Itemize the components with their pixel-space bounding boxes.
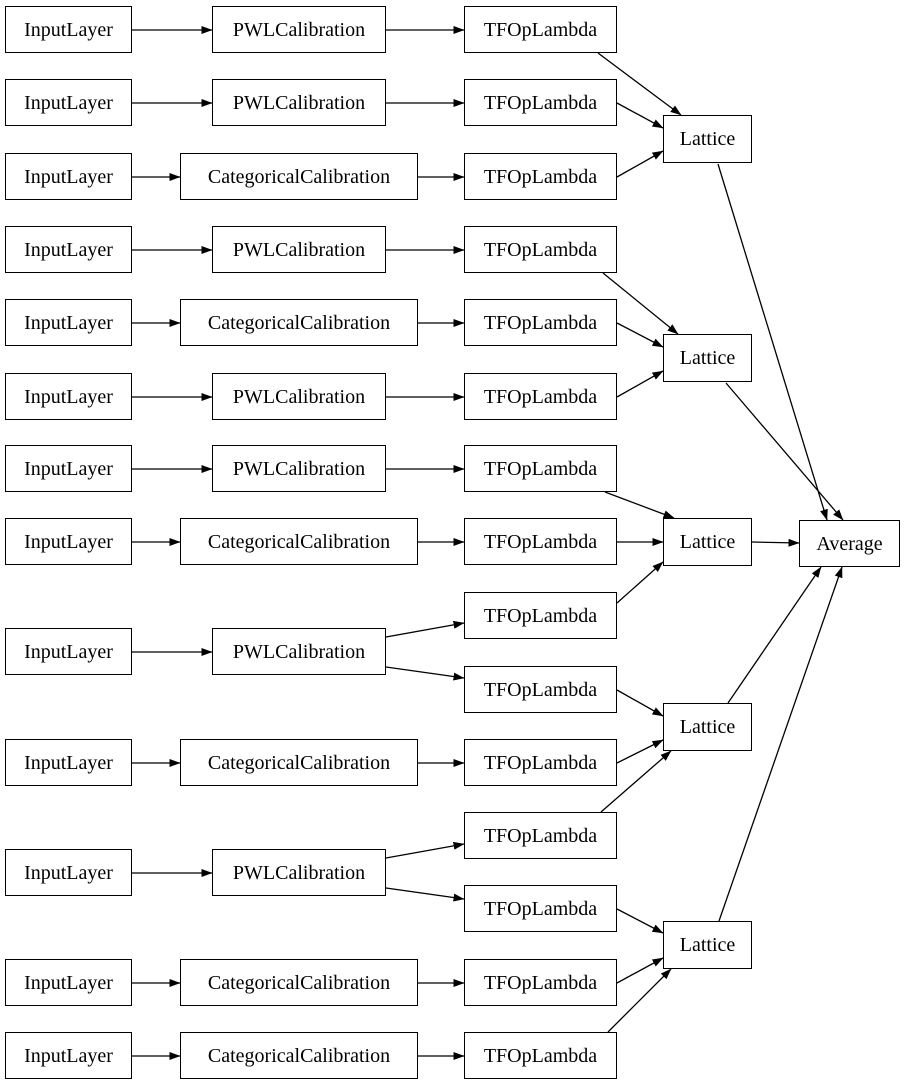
node-pwl1: PWLCalibration: [212, 6, 386, 53]
node-lat2: Lattice: [663, 334, 752, 382]
node-tfo9b: TFOpLambda: [464, 666, 617, 713]
edge-tfo3-lat1: [616, 150, 664, 178]
edge-tfo5-lat2: [616, 322, 664, 348]
edge-lat4-avg: [727, 566, 822, 704]
node-avg: Average: [799, 520, 900, 567]
node-tfo10: TFOpLambda: [464, 739, 617, 786]
node-pwl7: PWLCalibration: [212, 445, 386, 492]
node-il6: InputLayer: [5, 373, 132, 420]
node-cat13: CategoricalCalibration: [180, 1032, 418, 1079]
node-tfo4: TFOpLambda: [464, 226, 617, 273]
node-tfo3: TFOpLambda: [464, 153, 617, 200]
node-lat4: Lattice: [663, 703, 752, 751]
edge-tfo10-lat4: [616, 739, 664, 764]
edge-tfo1-lat1: [597, 52, 682, 116]
node-lat3: Lattice: [663, 518, 752, 566]
node-pwl6: PWLCalibration: [212, 373, 386, 420]
edge-lat3-avg: [751, 538, 800, 547]
edge-tfo11a-lat4: [600, 750, 672, 813]
node-lat1: Lattice: [663, 115, 752, 163]
node-pwl2: PWLCalibration: [212, 79, 386, 126]
edge-tfo9a-lat3: [616, 561, 664, 604]
edge-tfo13-lat5: [607, 968, 672, 1033]
node-il8: InputLayer: [5, 518, 132, 565]
edge-tfo7-lat3: [604, 491, 675, 519]
node-cat12: CategoricalCalibration: [180, 959, 418, 1006]
node-il3: InputLayer: [5, 153, 132, 200]
node-pwl11: PWLCalibration: [212, 849, 386, 896]
node-il7: InputLayer: [5, 445, 132, 492]
edge-lat1-avg: [717, 163, 828, 521]
node-tfo7: TFOpLambda: [464, 445, 617, 492]
node-cat10: CategoricalCalibration: [180, 739, 418, 786]
node-tfo8: TFOpLambda: [464, 518, 617, 565]
node-il1: InputLayer: [5, 6, 132, 53]
node-pwl9: PWLCalibration: [212, 628, 386, 675]
node-tfo13: TFOpLambda: [464, 1032, 617, 1079]
edge-tfo2-lat1: [616, 102, 664, 129]
node-il11: InputLayer: [5, 849, 132, 896]
edges-group: [132, 26, 844, 1060]
node-pwl4: PWLCalibration: [212, 226, 386, 273]
edge-tfo11b-lat5: [616, 908, 664, 934]
node-tfo1: TFOpLambda: [464, 6, 617, 53]
node-il13: InputLayer: [5, 1032, 132, 1079]
edge-tfo4-lat2: [602, 272, 679, 335]
node-tfo2: TFOpLambda: [464, 79, 617, 126]
node-il4: InputLayer: [5, 226, 132, 273]
edge-lat2-avg: [725, 382, 844, 521]
edge-tfo6-lat2: [616, 370, 664, 398]
node-lat5: Lattice: [663, 921, 752, 969]
node-tfo11b: TFOpLambda: [464, 885, 617, 932]
node-cat3: CategoricalCalibration: [180, 153, 418, 200]
node-tfo11a: TFOpLambda: [464, 812, 617, 859]
node-tfo6: TFOpLambda: [464, 373, 617, 420]
edge-pwl11-tfo11b: [385, 887, 465, 902]
node-cat5: CategoricalCalibration: [180, 299, 418, 346]
node-il2: InputLayer: [5, 79, 132, 126]
edge-lat5-avg: [718, 566, 843, 922]
node-il12: InputLayer: [5, 959, 132, 1006]
node-tfo12: TFOpLambda: [464, 959, 617, 1006]
edge-pwl9-tfo9a: [385, 620, 465, 638]
node-tfo9a: TFOpLambda: [464, 592, 617, 639]
edge-tfo12-lat5: [616, 957, 664, 984]
node-il10: InputLayer: [5, 739, 132, 786]
edge-tfo9b-lat4: [616, 689, 664, 717]
edge-pwl9-tfo9b: [385, 666, 465, 681]
edge-pwl11-tfo11a: [385, 841, 465, 859]
node-cat8: CategoricalCalibration: [180, 518, 418, 565]
node-il5: InputLayer: [5, 299, 132, 346]
node-il9: InputLayer: [5, 628, 132, 675]
node-tfo5: TFOpLambda: [464, 299, 617, 346]
